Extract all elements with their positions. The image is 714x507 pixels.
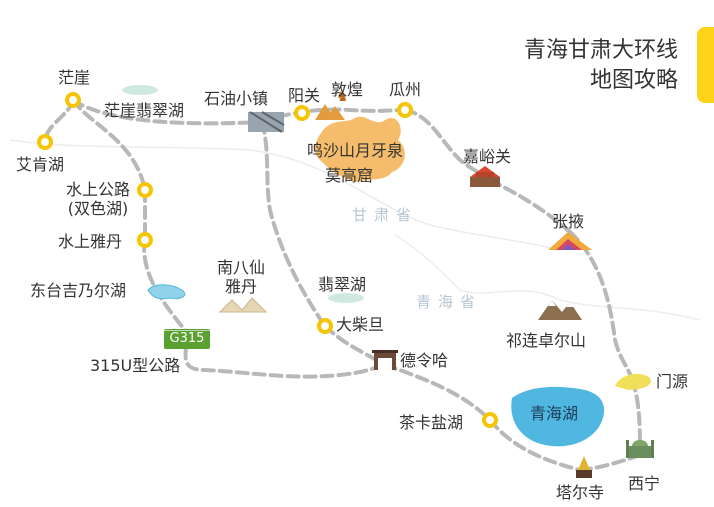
- marker-mangya: [65, 92, 81, 108]
- label-zhangye: 张掖: [552, 212, 585, 231]
- marker-yangguan: [294, 105, 310, 121]
- label-mangya-feicui-lake: 茫崖翡翠湖: [104, 101, 185, 120]
- marker-dachaidan: [317, 318, 333, 334]
- province-border-2: [394, 234, 701, 321]
- label-shuishang-yadan: 水上雅丹: [58, 232, 123, 251]
- map-title-line1: 青海甘肃大环线: [523, 38, 678, 63]
- label-shiyou-town: 石油小镇: [204, 89, 269, 108]
- title-accent-bar: [697, 27, 714, 103]
- label-menyuan: 门源: [656, 372, 689, 391]
- sand-dune-area: [314, 116, 405, 182]
- label-shuishang-road: 水上公路 (双色湖): [58, 180, 138, 218]
- menyuan-flower-icon: [615, 373, 651, 390]
- label-taer-temple: 塔尔寺: [556, 483, 605, 502]
- feicui-lake-icon: [328, 293, 364, 303]
- label-nanbaxian: 南八仙 雅丹: [206, 258, 276, 296]
- nanbaxian-yadan-icon: [218, 297, 268, 313]
- mangya-feicui-lake-icon: [122, 85, 158, 95]
- province-border: [9, 139, 561, 251]
- label-qilian: 祁连卓尔山: [506, 331, 587, 350]
- oil-town-icon: [248, 111, 285, 133]
- label-delingha: 德令哈: [400, 351, 449, 370]
- route-shiyou-dachaidan: [260, 120, 327, 328]
- label-guazhou: 瓜州: [389, 80, 422, 99]
- map-title: 青海甘肃大环线 地图攻略: [524, 36, 678, 96]
- label-315u-road: 315U型公路: [90, 356, 181, 375]
- xining-mosque-icon: [626, 440, 654, 458]
- province-label-qinghai: 青海省: [416, 293, 483, 311]
- label-nanbaxian-line1: 南八仙: [216, 258, 265, 277]
- jiayuguan-fort-icon: [470, 166, 500, 187]
- taer-temple-icon: [576, 456, 592, 478]
- label-shuishang-road-line1: 水上公路: [65, 180, 130, 199]
- label-qinghai-lake: 青海湖: [530, 404, 579, 423]
- marker-shuishang: [137, 182, 153, 198]
- pyramid-icon: [315, 104, 345, 120]
- route-zhangye-menyuan: [568, 230, 634, 382]
- marker-yadan: [137, 232, 153, 248]
- label-xining: 西宁: [628, 474, 661, 493]
- route-shiyou-guazhou: [260, 107, 407, 124]
- label-nanbaxian-line2: 雅丹: [224, 277, 257, 296]
- route-delingha-chaka: [383, 363, 492, 422]
- label-jiayuguan: 嘉峪关: [463, 147, 512, 166]
- label-mangya: 茫崖: [58, 68, 91, 87]
- marker-aiken: [37, 134, 53, 150]
- label-dachaidan: 大柴旦: [336, 315, 385, 334]
- label-mogao: 莫高窟: [325, 166, 374, 185]
- map-title-line2: 地图攻略: [589, 68, 678, 93]
- route-guazhou-jiayuguan: [403, 108, 492, 182]
- label-dunhuang: 敦煌: [331, 80, 364, 99]
- road-badge-g315: G315: [164, 329, 210, 349]
- route-mangya-shiyou: [71, 98, 264, 126]
- delingha-gate-icon: [372, 350, 398, 370]
- label-yangguan: 阳关: [288, 86, 321, 105]
- label-mingsha: 鸣沙山月牙泉: [307, 141, 404, 160]
- stop-markers: [37, 92, 498, 428]
- label-aiken-lake: 艾肯湖: [16, 155, 65, 174]
- label-shuishang-road-line2: (双色湖): [67, 199, 129, 218]
- camel-icon: ♞: [336, 89, 349, 105]
- label-feicui-lake: 翡翠湖: [318, 275, 367, 294]
- label-chaka: 茶卡盐湖: [399, 413, 464, 432]
- marker-guazhou: [397, 102, 413, 118]
- route-mangya-shuishang: [71, 98, 147, 192]
- route-chaka-taer: [488, 418, 582, 472]
- marker-chaka: [482, 412, 498, 428]
- dongtai-lake-icon: [147, 284, 186, 300]
- label-dongtai-lake: 东台吉乃尔湖: [30, 281, 127, 300]
- province-label-gansu: 甘肃省: [352, 206, 419, 224]
- qinghai-lake-shape: [511, 386, 605, 447]
